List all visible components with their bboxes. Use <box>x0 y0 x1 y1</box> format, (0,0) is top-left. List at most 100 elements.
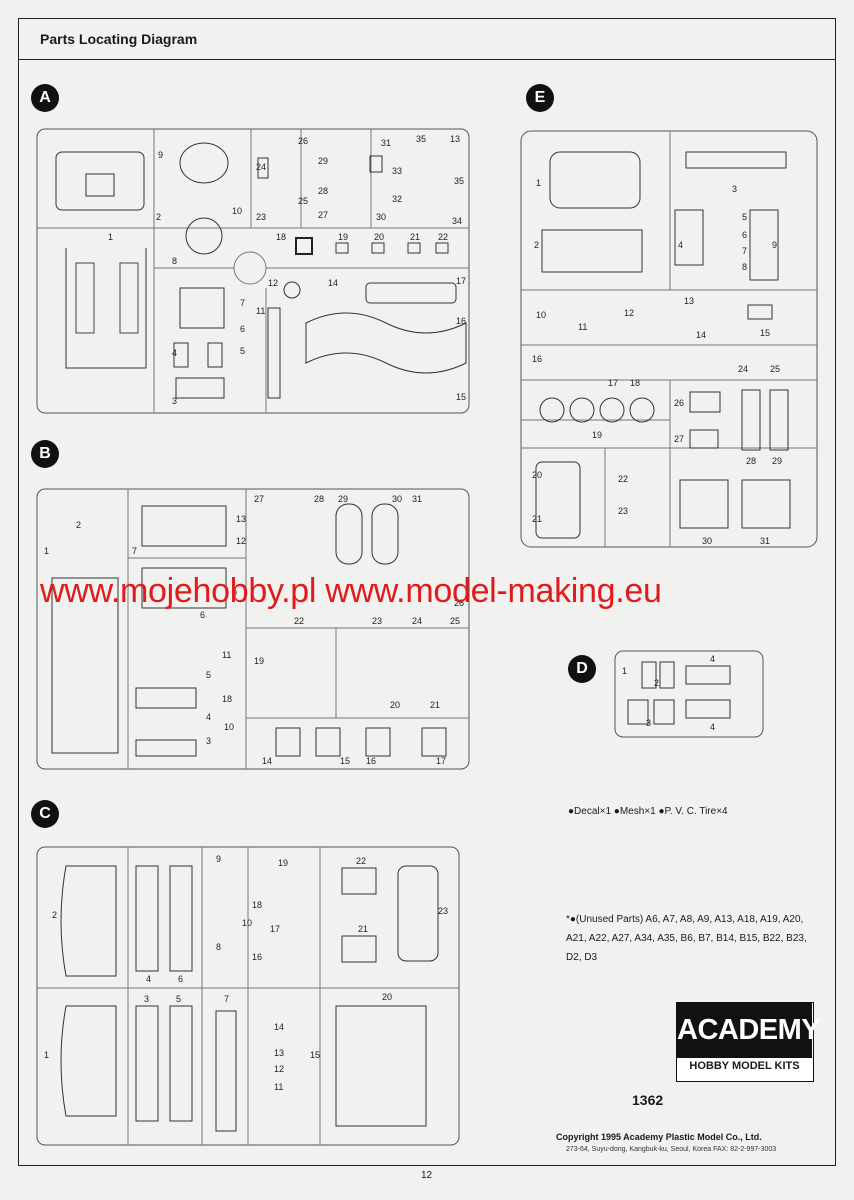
svg-text:12: 12 <box>274 1064 284 1074</box>
svg-text:31: 31 <box>412 494 422 504</box>
svg-text:19: 19 <box>592 430 602 440</box>
svg-text:2: 2 <box>52 910 57 920</box>
svg-text:15: 15 <box>760 328 770 338</box>
academy-logo: ACADEMY HOBBY MODEL KITS <box>676 1002 821 1082</box>
svg-text:16: 16 <box>252 952 262 962</box>
svg-text:14: 14 <box>328 278 338 288</box>
svg-text:19: 19 <box>254 656 264 666</box>
svg-text:27: 27 <box>318 210 328 220</box>
svg-text:11: 11 <box>578 322 587 332</box>
svg-text:7: 7 <box>224 994 229 1004</box>
svg-text:4: 4 <box>206 712 211 722</box>
brand-tagline: HOBBY MODEL KITS <box>689 1060 800 1072</box>
svg-text:4: 4 <box>146 974 151 984</box>
svg-text:25: 25 <box>770 364 780 374</box>
svg-text:23: 23 <box>372 616 382 626</box>
svg-text:29: 29 <box>318 156 328 166</box>
svg-text:30: 30 <box>702 536 712 546</box>
svg-text:1: 1 <box>536 178 541 188</box>
svg-text:24: 24 <box>256 162 266 172</box>
svg-text:9: 9 <box>772 240 777 250</box>
svg-text:1: 1 <box>622 666 627 676</box>
svg-text:9: 9 <box>158 150 163 160</box>
svg-text:1: 1 <box>108 232 113 242</box>
svg-text:13: 13 <box>684 296 694 306</box>
svg-text:4: 4 <box>172 348 177 358</box>
svg-text:21: 21 <box>430 700 440 710</box>
svg-text:32: 32 <box>392 194 402 204</box>
svg-text:22: 22 <box>294 616 304 626</box>
svg-text:16: 16 <box>532 354 542 364</box>
svg-text:2: 2 <box>76 520 81 530</box>
kit-number: 1362 <box>632 1092 664 1108</box>
unused-parts-note: *●(Unused Parts) A6, A7, A8, A9, A13, A1… <box>566 910 816 967</box>
svg-text:4: 4 <box>678 240 683 250</box>
svg-text:3: 3 <box>732 184 737 194</box>
svg-text:17: 17 <box>270 924 280 934</box>
svg-text:6: 6 <box>742 230 747 240</box>
svg-text:2: 2 <box>534 240 539 250</box>
svg-text:29: 29 <box>772 456 782 466</box>
svg-text:14: 14 <box>696 330 706 340</box>
svg-text:13: 13 <box>236 514 246 524</box>
svg-text:25: 25 <box>450 616 460 626</box>
svg-text:28: 28 <box>318 186 328 196</box>
svg-text:6: 6 <box>240 324 245 334</box>
svg-text:4: 4 <box>710 722 715 732</box>
svg-text:10: 10 <box>242 918 252 928</box>
svg-text:11: 11 <box>274 1082 283 1092</box>
svg-text:1: 1 <box>44 546 49 556</box>
sprue-d-diagram: 243 41 <box>614 650 764 738</box>
svg-text:21: 21 <box>410 232 420 242</box>
svg-text:24: 24 <box>738 364 748 374</box>
svg-text:27: 27 <box>254 494 264 504</box>
svg-text:18: 18 <box>630 378 640 388</box>
svg-text:30: 30 <box>376 212 386 222</box>
svg-text:26: 26 <box>454 598 464 608</box>
svg-text:22: 22 <box>618 474 628 484</box>
svg-text:6: 6 <box>200 610 205 620</box>
svg-text:23: 23 <box>618 506 628 516</box>
svg-text:10: 10 <box>536 310 546 320</box>
svg-text:10: 10 <box>232 206 242 216</box>
svg-text:19: 19 <box>338 232 348 242</box>
svg-text:15: 15 <box>340 756 350 766</box>
svg-text:17: 17 <box>456 276 466 286</box>
svg-text:21: 21 <box>358 924 368 934</box>
svg-text:9: 9 <box>232 588 237 598</box>
svg-text:3: 3 <box>646 718 651 728</box>
svg-text:30: 30 <box>392 494 402 504</box>
svg-text:15: 15 <box>310 1050 320 1060</box>
svg-text:13: 13 <box>274 1048 284 1058</box>
svg-text:6: 6 <box>178 974 183 984</box>
section-e-badge: E <box>526 84 554 112</box>
svg-text:16: 16 <box>456 316 466 326</box>
svg-text:23: 23 <box>438 906 448 916</box>
svg-text:2: 2 <box>654 678 659 688</box>
svg-text:35: 35 <box>416 134 426 144</box>
svg-text:12: 12 <box>268 278 278 288</box>
svg-text:28: 28 <box>746 456 756 466</box>
svg-text:7: 7 <box>742 246 747 256</box>
svg-text:3: 3 <box>144 994 149 1004</box>
brand-name: ACADEMY <box>677 1003 821 1058</box>
svg-text:23: 23 <box>256 212 266 222</box>
svg-text:31: 31 <box>381 138 391 148</box>
svg-text:28: 28 <box>314 494 324 504</box>
svg-text:5: 5 <box>742 212 747 222</box>
section-d-badge: D <box>568 655 596 683</box>
section-b-badge: B <box>31 440 59 468</box>
svg-text:20: 20 <box>382 992 392 1002</box>
svg-text:22: 22 <box>356 856 366 866</box>
svg-text:2: 2 <box>156 212 161 222</box>
svg-text:20: 20 <box>374 232 384 242</box>
svg-text:12: 12 <box>624 308 634 318</box>
svg-text:3: 3 <box>172 396 177 406</box>
svg-text:7: 7 <box>240 298 245 308</box>
svg-text:5: 5 <box>240 346 245 356</box>
svg-text:11: 11 <box>222 650 231 660</box>
svg-text:18: 18 <box>252 900 262 910</box>
svg-text:20: 20 <box>532 470 542 480</box>
